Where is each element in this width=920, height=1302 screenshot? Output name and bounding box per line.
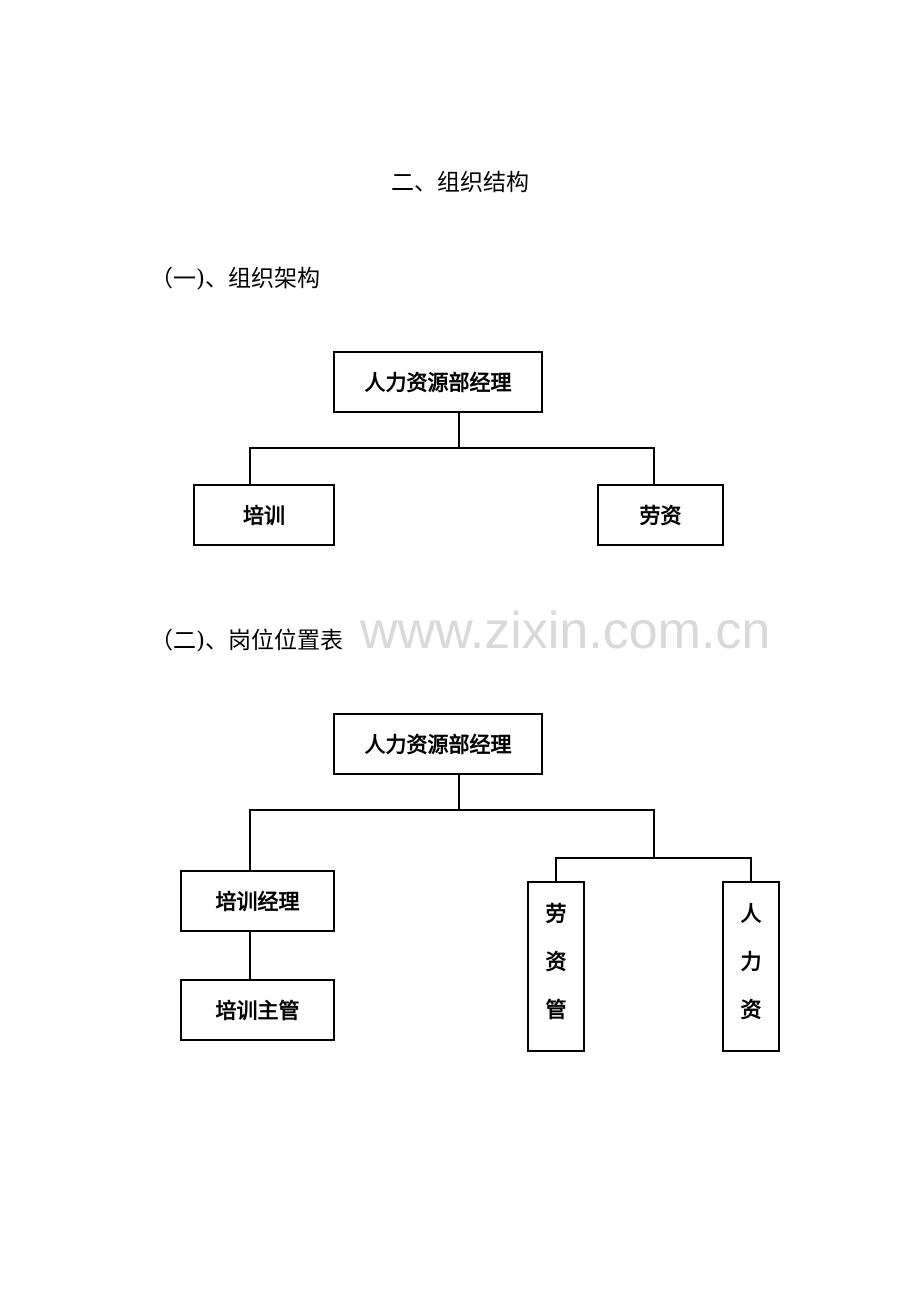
connector-payroll-down [555, 857, 557, 883]
document-title: 二、组织结构 [391, 170, 529, 196]
connector-hr-down [750, 857, 752, 883]
box-payroll-management: 劳 资 管 [527, 881, 585, 1052]
connector-right-horizontal [555, 857, 751, 859]
box-human-resources: 人 力 资 [722, 881, 780, 1052]
section-heading-org-structure: （一)、组织架构 [150, 266, 320, 292]
box-training-manager: 培训经理 [180, 870, 335, 932]
connector-root-down [458, 774, 460, 810]
connector-root-down [458, 412, 460, 448]
section-heading-position-table: （二)、岗位位置表 [150, 628, 343, 654]
vbox-char: 劳 [545, 902, 567, 926]
connector-left-down [249, 809, 251, 871]
box-hr-manager: 人力资源部经理 [333, 713, 543, 775]
vbox-char: 资 [545, 950, 567, 974]
connector-horizontal [249, 447, 655, 449]
box-hr-manager: 人力资源部经理 [333, 351, 543, 413]
connector-left-down [249, 447, 251, 485]
connector-training-chain [249, 930, 251, 980]
vbox-char: 资 [740, 998, 762, 1022]
box-training: 培训 [193, 484, 335, 546]
watermark: www.zixin.com.cn [360, 602, 771, 660]
vbox-char: 力 [740, 950, 762, 974]
connector-right-down [653, 809, 655, 858]
connector-horizontal [249, 809, 655, 811]
box-payroll: 劳资 [597, 484, 724, 546]
box-training-supervisor: 培训主管 [180, 979, 335, 1041]
connector-right-down [653, 447, 655, 485]
vbox-char: 管 [545, 998, 567, 1022]
vbox-char: 人 [740, 902, 762, 926]
